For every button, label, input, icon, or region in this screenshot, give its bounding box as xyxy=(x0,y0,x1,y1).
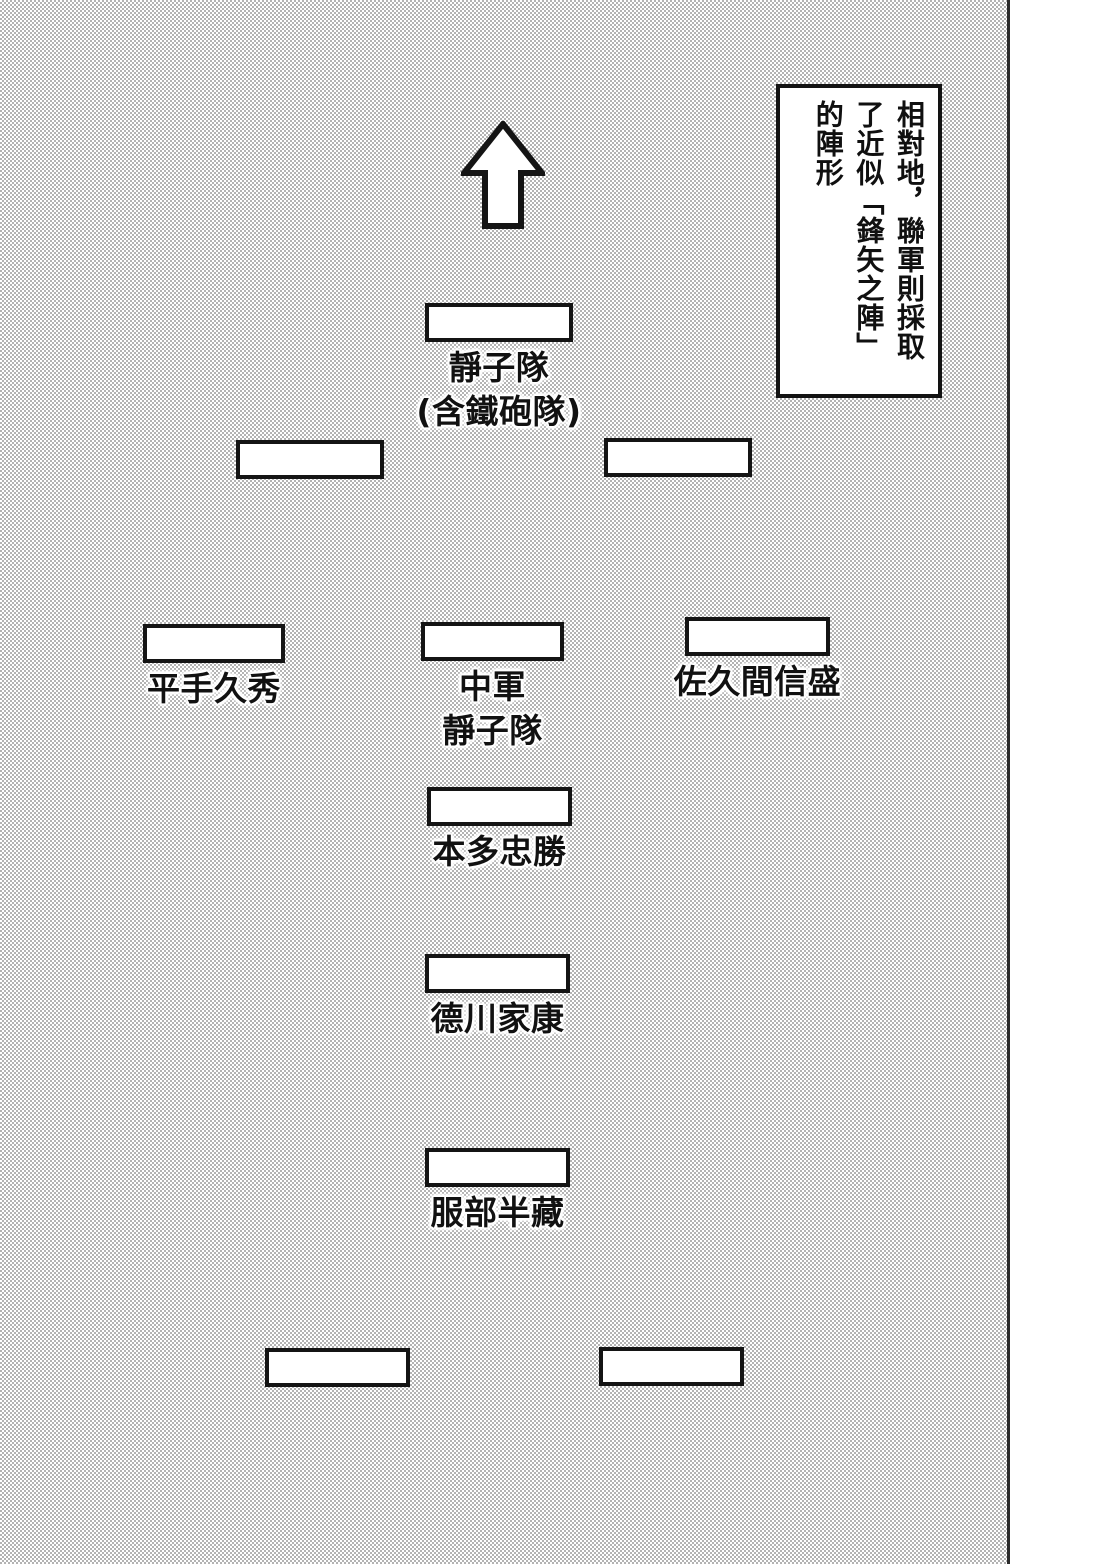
unit-marker-rear-right xyxy=(599,1347,744,1386)
unit-marker-center-shizuko: 中軍 靜子隊 xyxy=(421,622,564,750)
unit-marker-hirate-hisahide: 平手久秀 xyxy=(143,624,285,708)
caption-line-3: 的陣形 xyxy=(811,100,845,187)
unit-marker-rear-left xyxy=(265,1348,410,1387)
unit-marker-vanguard-shizuko: 靜子隊 (含鐵砲隊) xyxy=(416,303,581,431)
unit-box xyxy=(599,1347,744,1386)
unit-box xyxy=(427,787,572,826)
unit-box xyxy=(425,303,573,342)
unit-marker-sakuma-nobumori: 佐久間信盛 xyxy=(674,617,841,701)
unit-box xyxy=(421,622,564,661)
panel-right-border xyxy=(1007,0,1010,1564)
unit-marker-honda-tadakatsu: 本多忠勝 xyxy=(427,787,572,871)
unit-label-sakuma-nobumori: 佐久間信盛 xyxy=(673,662,842,701)
caption-line-2: 了近似「鋒矢之陣」 xyxy=(852,100,886,361)
unit-label-line-2: (含鐵砲隊) xyxy=(416,391,582,431)
unit-box xyxy=(236,440,384,479)
north-arrow-icon xyxy=(457,119,549,229)
unit-marker-hattori-hanzo: 服部半藏 xyxy=(425,1148,570,1232)
unit-label-hattori-hanzo: 服部半藏 xyxy=(430,1193,565,1232)
unit-box xyxy=(425,1148,570,1187)
unit-label-tokugawa-ieyasu: 德川家康 xyxy=(430,999,565,1038)
page-right-margin xyxy=(1010,0,1099,1564)
unit-box xyxy=(685,617,830,656)
unit-marker-wing-right-front xyxy=(604,438,752,477)
unit-box xyxy=(604,438,752,477)
unit-label-line-1: 靜子隊 xyxy=(448,348,550,387)
formation-caption-box: 相對地，聯軍則採取 了近似「鋒矢之陣」 的陣形 xyxy=(776,84,942,398)
unit-box xyxy=(265,1348,410,1387)
caption-line-1: 相對地，聯軍則採取 xyxy=(893,100,926,361)
unit-box xyxy=(425,954,570,993)
unit-marker-wing-left-front xyxy=(236,440,384,479)
formation-caption-text: 相對地，聯軍則採取 了近似「鋒矢之陣」 的陣形 xyxy=(790,100,928,384)
unit-label-line-2: 靜子隊 xyxy=(442,710,543,750)
unit-label-center-shizuko: 中軍 靜子隊 xyxy=(442,665,543,752)
unit-label-honda-tadakatsu: 本多忠勝 xyxy=(432,832,567,871)
unit-box xyxy=(143,624,285,663)
unit-marker-tokugawa-ieyasu: 德川家康 xyxy=(425,954,570,1038)
unit-label-vanguard-shizuko: 靜子隊 (含鐵砲隊) xyxy=(416,346,581,433)
unit-label-line-1: 中軍 xyxy=(459,667,526,706)
unit-label-hirate-hisahide: 平手久秀 xyxy=(147,669,281,708)
